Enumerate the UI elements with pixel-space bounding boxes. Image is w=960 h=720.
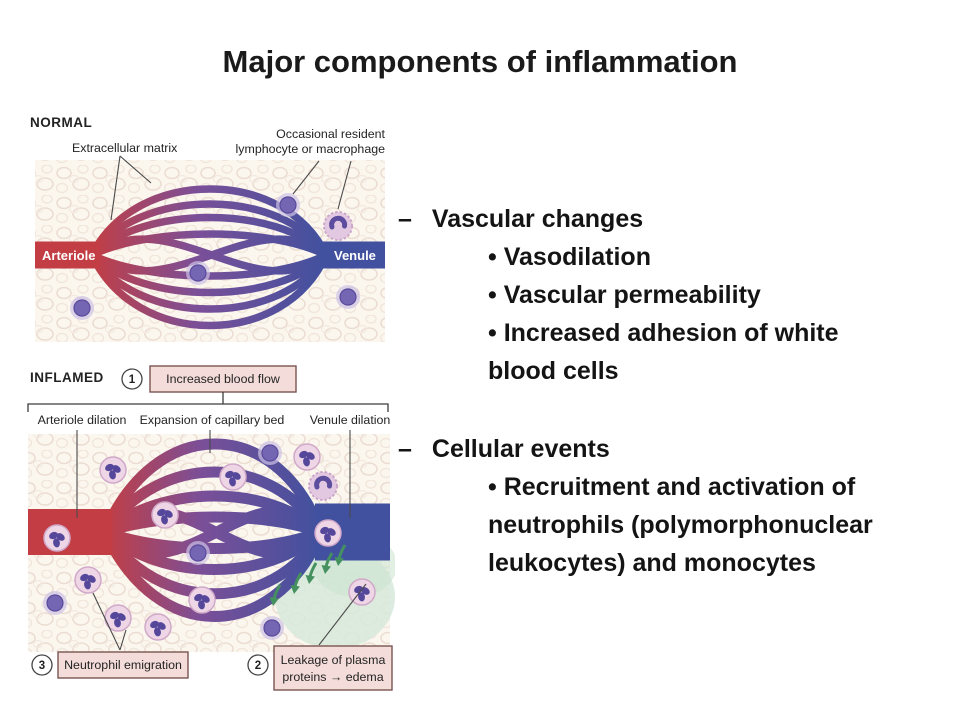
- outline-section-vascular: – Vascular changes • Vasodilation • Vasc…: [398, 200, 950, 390]
- inflamed-panel: INFLAMED 1 Increased blood flow Arteriol…: [27, 365, 397, 691]
- lymphocyte-cell: [257, 440, 283, 466]
- neutrophil-cell: [43, 524, 71, 552]
- leader-line: [119, 155, 152, 184]
- neutrophil-cell: [99, 456, 127, 484]
- step2-label-line1: Leakage of plasma: [281, 653, 386, 667]
- lymphocyte-cell: [69, 295, 95, 321]
- bullet-item: • Increased adhesion of white blood cell…: [488, 314, 900, 390]
- section-heading: Cellular events: [431, 435, 610, 463]
- increased-blood-flow-box: [149, 365, 297, 393]
- bullet-marker: •: [488, 473, 497, 501]
- neutrophil-cell: [74, 566, 102, 594]
- neutrophil-cell: [188, 586, 216, 614]
- plasma-leakage-box: [273, 645, 393, 691]
- capillary-expansion-label: Expansion of capillary bed: [140, 413, 285, 427]
- bullet-text: Vasodilation: [503, 243, 651, 271]
- neutrophil-cell: [151, 501, 179, 529]
- neutrophil-cell: [144, 613, 172, 641]
- arteriole-dilation-label: Arteriole dilation: [38, 413, 127, 427]
- leader-line: [337, 160, 352, 210]
- leader-line: [292, 160, 320, 195]
- bullet-text: Increased adhesion of white blood cells: [488, 319, 839, 385]
- capillary-network-normal: [88, 185, 330, 330]
- extracellular-matrix-label: Extracellular matrix: [72, 141, 178, 155]
- lymphocyte-cell: [275, 192, 301, 218]
- inflammation-figure: NORMAL Arteriole Venule: [20, 105, 397, 705]
- venule-label: Venule: [334, 248, 376, 263]
- bullet-marker: •: [488, 281, 497, 309]
- section-heading-row: – Cellular events: [398, 430, 950, 468]
- monocyte-cell: [309, 472, 337, 500]
- inflamed-panel-label: INFLAMED: [30, 370, 104, 385]
- bullet-item: • Recruitment and activation of neutroph…: [488, 468, 900, 582]
- resident-cell-label-line1: Occasional resident: [276, 127, 385, 141]
- bullet-marker: •: [488, 243, 497, 271]
- lymphocyte-cell: [185, 260, 211, 286]
- leader-line: [92, 592, 121, 651]
- bullet-list: • Vasodilation • Vascular permeability •…: [488, 238, 900, 390]
- bracket-line: [27, 403, 389, 412]
- step2-number: 2: [255, 660, 261, 672]
- lymphocyte-cell: [185, 540, 211, 566]
- step2-number-circle: [247, 654, 269, 676]
- bullet-list: • Recruitment and activation of neutroph…: [488, 468, 900, 582]
- lymphocyte-cell: [335, 284, 361, 310]
- leader-line: [110, 155, 121, 221]
- step3-number: 3: [39, 660, 45, 672]
- page-title: Major components of inflammation: [222, 44, 738, 79]
- macrophage-cell: [324, 212, 352, 240]
- leader-line: [318, 583, 367, 646]
- neutrophil-cell: [314, 519, 342, 547]
- section-heading-row: – Vascular changes: [398, 200, 950, 238]
- capillary-network-inflamed: [99, 438, 326, 622]
- venule-dilation-label: Venule dilation: [310, 413, 391, 427]
- step3-label: Neutrophil emigration: [64, 658, 182, 672]
- resident-cell-label-line2: lymphocyte or macrophage: [236, 142, 386, 156]
- outline-text-block: – Vascular changes • Vasodilation • Vasc…: [398, 200, 950, 582]
- lymphocyte-cell: [42, 590, 68, 616]
- dash-marker: –: [398, 205, 412, 233]
- dash-marker: –: [398, 435, 412, 463]
- neutrophil-cell: [293, 443, 321, 471]
- bullet-text: Vascular permeability: [503, 281, 761, 309]
- arteriole-label: Arteriole: [42, 248, 95, 263]
- outline-section-cellular: – Cellular events • Recruitment and acti…: [398, 430, 950, 582]
- neutrophil-emigration-box: [57, 651, 189, 679]
- inflammation-figure-svg: NORMAL Arteriole Venule: [27, 115, 397, 691]
- step1-label: Increased blood flow: [166, 372, 280, 386]
- step2-label-line2: proteins → edema: [282, 670, 383, 684]
- bullet-marker: •: [488, 319, 497, 347]
- bullet-item: • Vasodilation: [488, 238, 900, 276]
- step1-number-circle: [121, 368, 143, 390]
- neutrophil-cell: [219, 463, 247, 491]
- section-heading: Vascular changes: [431, 205, 644, 233]
- bullet-text: Recruitment and activation of neutrophil…: [488, 473, 873, 577]
- normal-panel: NORMAL Arteriole Venule: [30, 115, 386, 342]
- step3-number-circle: [31, 654, 53, 676]
- normal-panel-label: NORMAL: [30, 115, 92, 130]
- bullet-item: • Vascular permeability: [488, 276, 900, 314]
- step1-number: 1: [129, 374, 136, 386]
- leader-line: [119, 629, 127, 651]
- lymphocyte-cell: [259, 615, 285, 641]
